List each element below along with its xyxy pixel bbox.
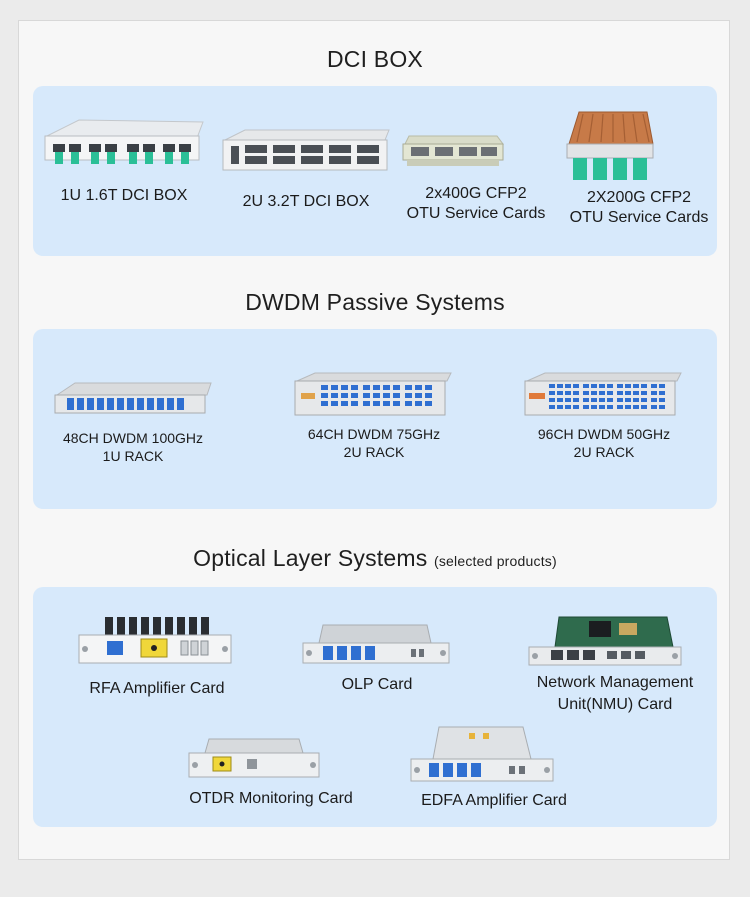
product-label-line1: 2X200G CFP2 [586, 189, 692, 206]
product-label-line1: 96CH DWDM 50GHz [537, 426, 671, 442]
product-label-line1: 64CH DWDM 75GHz [307, 426, 441, 442]
product-label: OTDR Monitoring Card [189, 790, 353, 807]
product-2u-dci-box[interactable]: 2U 3.2T DCI BOX [219, 128, 393, 212]
product-label-line2: 2U RACK [573, 444, 635, 460]
section-title-optical: Optical Layer Systems (selected products… [0, 545, 750, 572]
section-title-dci-text: DCI BOX [327, 46, 423, 72]
dwdm-64ch-image [293, 371, 455, 419]
dci-2u-image [219, 128, 393, 174]
product-label-line1: Network Management [536, 674, 694, 691]
product-48ch-dwdm[interactable]: 48CH DWDM 100GHz 1U RACK [53, 379, 213, 465]
product-label-line2: 2U RACK [343, 444, 405, 460]
product-64ch-dwdm[interactable]: 64CH DWDM 75GHz 2U RACK [293, 371, 455, 461]
panel-dci: 1U 1.6T DCI BOX 2U 3.2T DCI BOX [33, 86, 717, 256]
product-label: 1U 1.6T DCI BOX [60, 187, 188, 204]
section-subtitle-optical: (selected products) [434, 553, 557, 569]
otu-200g-card-image [561, 108, 717, 186]
product-2x400g-cfp2-card[interactable]: 2x400G CFP2 OTU Service Cards [401, 134, 551, 224]
product-label-line2: 1U RACK [102, 448, 164, 464]
section-title-dwdm: DWDM Passive Systems [0, 289, 750, 316]
edfa-card-image [409, 725, 579, 785]
nmu-card-image [527, 613, 703, 669]
product-label-line1: 2x400G CFP2 [425, 185, 527, 202]
section-title-dwdm-text: DWDM Passive Systems [245, 289, 505, 315]
product-label-line1: 48CH DWDM 100GHz [62, 430, 204, 446]
product-rfa-amplifier-card[interactable]: RFA Amplifier Card [77, 613, 237, 699]
product-otdr-card[interactable]: OTDR Monitoring Card [187, 737, 355, 809]
product-label-line2: OTU Service Cards [406, 205, 546, 222]
otu-400g-card-image [401, 134, 551, 170]
product-olp-card[interactable]: OLP Card [301, 623, 453, 695]
section-title-optical-text: Optical Layer Systems [193, 545, 428, 571]
product-label: OLP Card [341, 676, 413, 693]
panel-optical: RFA Amplifier Card OLP Card Ne [33, 587, 717, 827]
product-label: EDFA Amplifier Card [421, 792, 567, 809]
panel-dwdm: 48CH DWDM 100GHz 1U RACK [33, 329, 717, 509]
product-2x200g-cfp2-card[interactable]: 2X200G CFP2 OTU Service Cards [561, 108, 717, 228]
product-label-line2: OTU Service Cards [569, 209, 709, 226]
product-label: RFA Amplifier Card [89, 680, 225, 697]
rfa-card-image [77, 613, 237, 669]
dci-1u-image [39, 116, 209, 168]
olp-card-image [301, 623, 453, 667]
product-nmu-card[interactable]: Network Management Unit(NMU) Card [527, 613, 703, 715]
product-1u-dci-box[interactable]: 1U 1.6T DCI BOX [39, 116, 209, 206]
product-96ch-dwdm[interactable]: 96CH DWDM 50GHz 2U RACK [523, 371, 685, 461]
product-label-line2: Unit(NMU) Card [557, 696, 673, 713]
dwdm-96ch-image [523, 371, 685, 419]
product-label: 2U 3.2T DCI BOX [242, 193, 370, 210]
product-edfa-card[interactable]: EDFA Amplifier Card [409, 725, 579, 811]
section-title-dci: DCI BOX [0, 46, 750, 73]
otdr-card-image [187, 737, 355, 781]
dwdm-48ch-image [53, 379, 213, 419]
